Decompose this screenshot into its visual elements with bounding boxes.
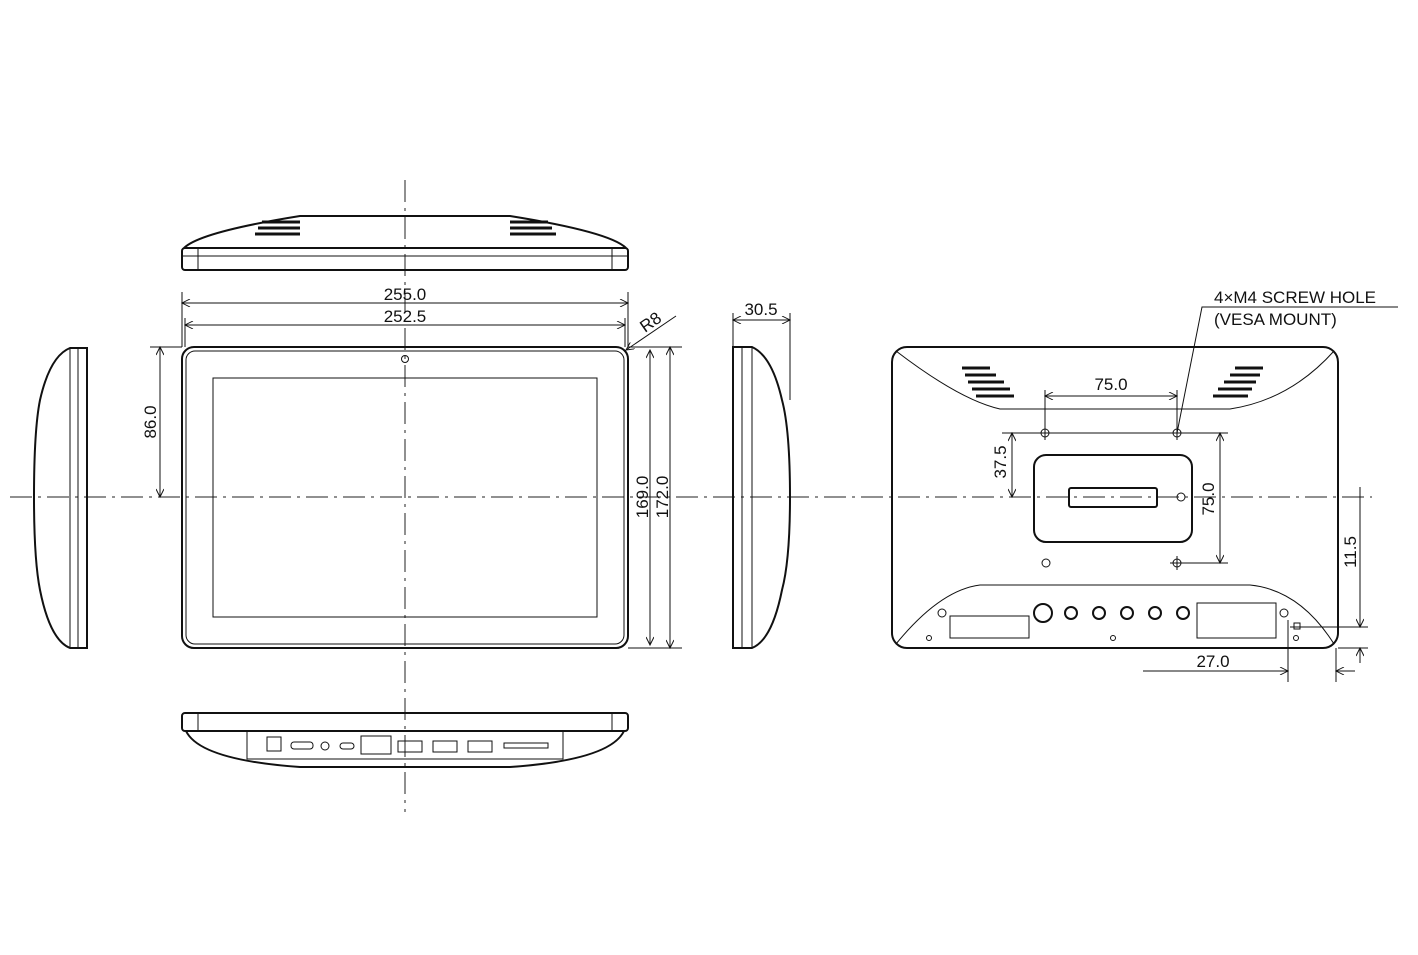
dim-overall-width: 255.0	[384, 285, 427, 304]
ethernet-port-icon	[360, 735, 392, 755]
vesa-screw-hole-icon	[1038, 426, 1184, 570]
top-view	[181, 215, 629, 271]
home-button-icon	[1064, 606, 1078, 620]
sd-card-slot-icon	[503, 742, 549, 749]
bottom-view	[181, 712, 629, 768]
dim-screen-width: 252.5	[384, 307, 427, 326]
lock-icon	[1293, 622, 1301, 630]
display-area	[212, 377, 598, 618]
usb-port-icon	[397, 740, 423, 753]
usb-port-icon	[467, 740, 493, 753]
right-side-view: 30.5	[733, 300, 790, 649]
audio-jack-icon	[320, 741, 330, 751]
front-view: 255.0 252.5 R8 86.0 169.0 172.0	[141, 285, 682, 648]
dim-lock-vertical: 11.5	[1341, 536, 1360, 568]
brightness-button-icon	[1092, 606, 1106, 620]
dim-half-height: 86.0	[141, 405, 160, 438]
back-button-icon	[1176, 606, 1190, 620]
left-side-view	[32, 347, 88, 649]
vent-icon	[255, 220, 556, 236]
screw-icon	[1176, 492, 1186, 502]
vent-icon	[962, 366, 1263, 398]
dc-power-port-icon	[266, 736, 282, 752]
callout-vesa-mount: (VESA MOUNT)	[1214, 310, 1337, 329]
dim-corner-radius: R8	[636, 308, 665, 336]
volume-button-icon	[1148, 606, 1162, 620]
callout-screw-hole: 4×M4 SCREW HOLE	[1214, 288, 1376, 307]
dim-overall-height: 172.0	[653, 476, 672, 519]
usb-port-icon	[432, 740, 458, 753]
dim-depth: 30.5	[744, 300, 777, 319]
brightness-button-icon	[1120, 606, 1134, 620]
dim-lock-horizontal: 27.0	[1196, 652, 1229, 671]
dim-vesa-offset: 37.5	[991, 445, 1010, 478]
dim-vesa-vertical: 75.0	[1199, 482, 1218, 515]
dim-inner-height: 169.0	[633, 476, 652, 519]
back-view: 75.0 37.5 75.0 4×M4 SCREW HOLE (VESA MOU…	[891, 288, 1398, 682]
camera-icon	[401, 355, 409, 363]
power-button-icon	[1033, 603, 1053, 623]
hdmi-port-icon	[290, 741, 314, 750]
dim-vesa-horizontal: 75.0	[1094, 375, 1127, 394]
usb-c-port-icon	[339, 742, 355, 750]
